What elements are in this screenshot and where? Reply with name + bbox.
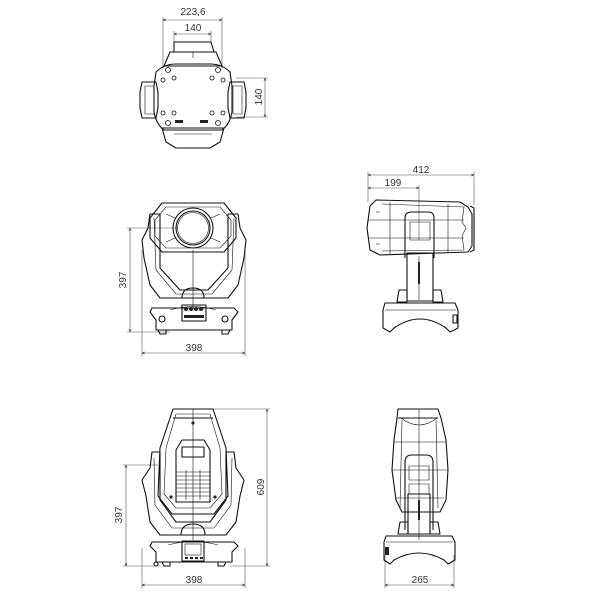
dim-label-265: 265 [412, 575, 429, 586]
dimension-overall-width: 223,6 [162, 7, 223, 68]
dim-label-223-6: 223,6 [180, 7, 205, 18]
dim-label-398-a: 398 [186, 343, 203, 354]
dimension-height-609: 609 [210, 408, 270, 567]
side-view-tilted: 412 199 [366, 165, 475, 333]
dim-label-412: 412 [413, 165, 430, 176]
front-view-upright: 397 609 398 [114, 408, 270, 588]
dimension-length-412: 412 [367, 165, 475, 205]
dim-label-397-b: 397 [114, 506, 125, 523]
dim-label-609: 609 [256, 478, 267, 495]
dimension-height-397-top: 397 [118, 227, 178, 333]
dim-label-398-b: 398 [186, 575, 203, 586]
dimension-height-397-bottom: 397 [114, 464, 160, 567]
dim-label-140-top: 140 [185, 23, 202, 34]
top-view: 223,6 140 140 [139, 7, 268, 149]
dim-label-397-a: 397 [118, 271, 129, 288]
dim-label-140-side: 140 [254, 88, 265, 105]
dimension-width-398-top: 398 [141, 250, 246, 356]
dimension-offset-199: 199 [367, 178, 420, 240]
dimension-inner-width: 140 [173, 23, 212, 44]
dimension-side-height: 140 [236, 77, 268, 118]
dimension-width-398-bottom: 398 [141, 548, 246, 588]
dim-label-199: 199 [385, 178, 402, 189]
side-view-upright: 265 [383, 408, 456, 588]
front-view-tilted: 397 398 [118, 202, 247, 356]
